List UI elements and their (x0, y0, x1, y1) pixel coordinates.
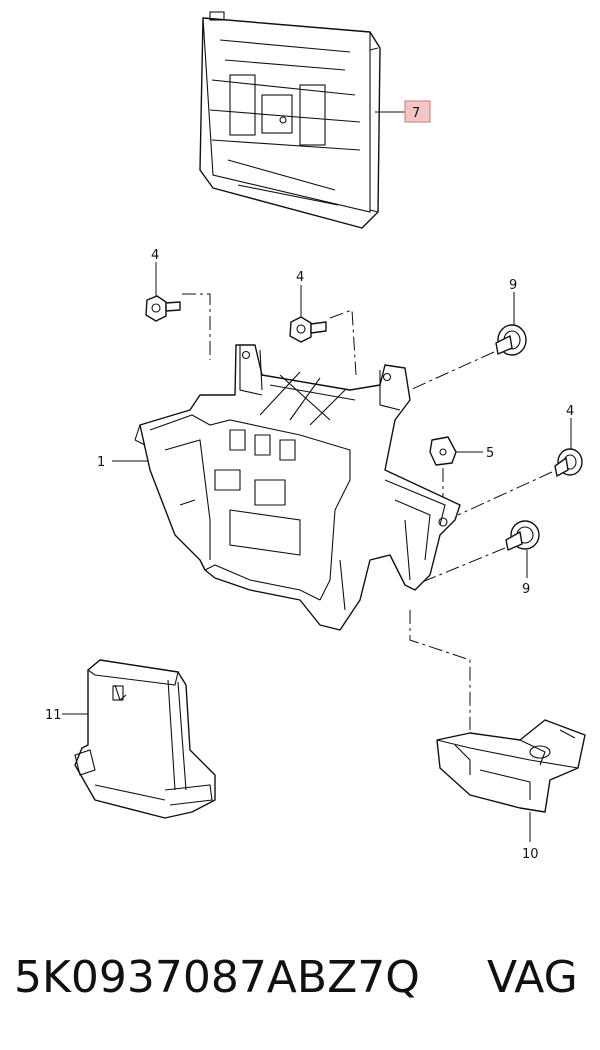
callout-11: 11 (45, 708, 62, 723)
exploded-parts-diagram: 7 4 4 9 4 5 (45, 11, 586, 862)
module-part-11 (74, 659, 216, 819)
callout-4-top-left: 4 (151, 248, 159, 263)
callout-9-top: 9 (509, 278, 517, 293)
callout-10-group: 10 (522, 812, 539, 862)
callout-1-group: 1 (97, 455, 148, 470)
assembly-line-9b (414, 547, 506, 586)
callout-1: 1 (97, 455, 105, 470)
brand-label: VAG (487, 952, 578, 1003)
assembly-line-4c (457, 471, 553, 516)
callout-7: 7 (412, 106, 420, 121)
assembly-line-9a (409, 351, 495, 391)
tray-part-10 (436, 719, 586, 813)
callout-7-group: 7 (375, 100, 431, 123)
screw-4c: 4 (554, 404, 583, 477)
callout-4-top-center: 4 (296, 270, 304, 285)
screw-9a: 9 (495, 278, 527, 356)
part-number: 5K0937087ABZ7Q (14, 952, 420, 1003)
screw-9b: 9 (505, 520, 540, 597)
callout-9-bottom: 9 (522, 582, 530, 597)
assembly-line-4b (329, 309, 357, 376)
callout-11-group: 11 (45, 708, 88, 723)
callout-5: 5 (486, 446, 494, 461)
control-module-part-7 (199, 11, 381, 229)
screw-4a: 4 (145, 248, 181, 322)
holder-bracket-part-1 (134, 344, 461, 631)
callout-4-right: 4 (566, 404, 574, 419)
callout-10: 10 (522, 847, 539, 862)
assembly-line-10 (409, 610, 471, 730)
callout-7-highlight (404, 100, 431, 123)
clip-5: 5 (429, 436, 494, 466)
screw-4b: 4 (289, 270, 327, 343)
assembly-line-4a (182, 293, 211, 360)
